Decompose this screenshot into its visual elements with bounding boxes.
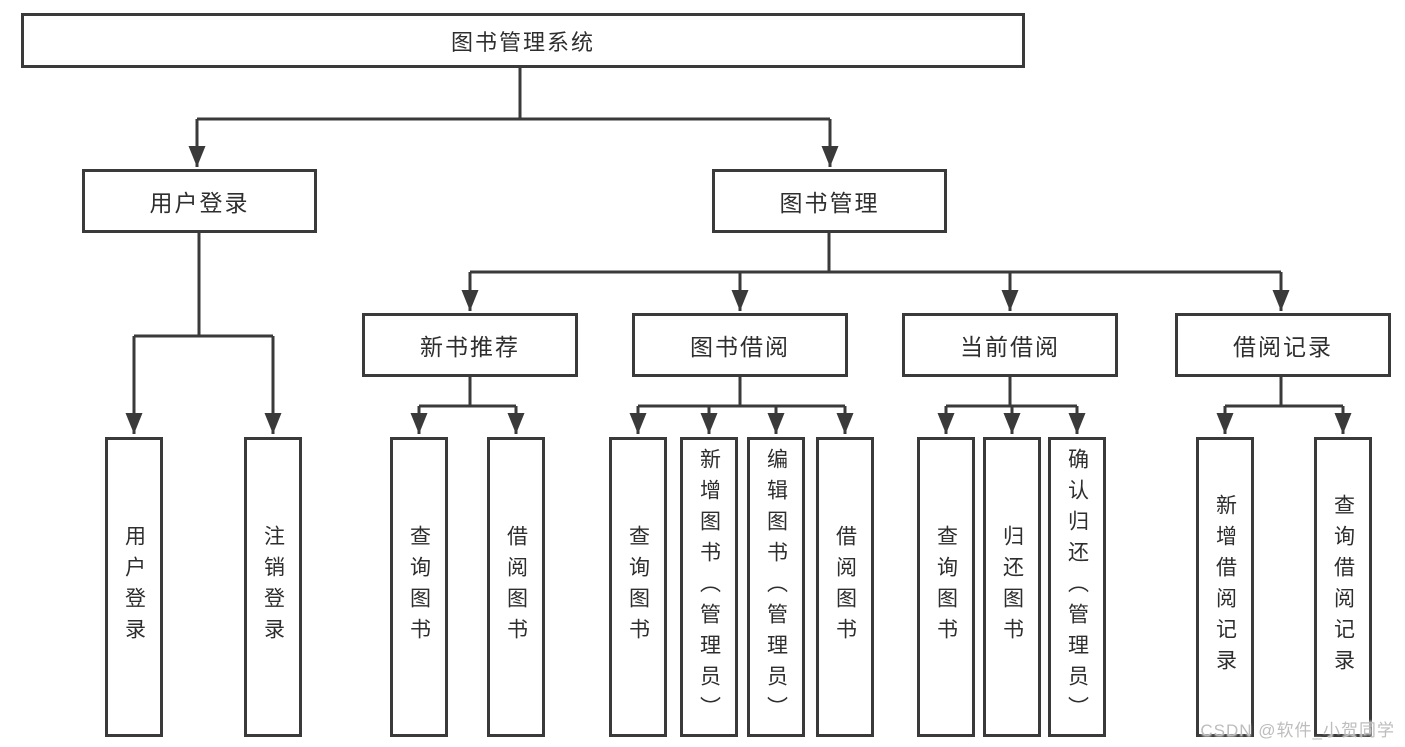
leaf-edit-book-label: 编辑图书（管理员） [764, 447, 788, 727]
leaf-query-book-1: 查询图书 [390, 437, 448, 737]
node-book-mgmt: 图书管理 [712, 169, 947, 233]
connector-borrow-records-children [1216, 377, 1352, 434]
leaf-confirm-return-label: 确认归还（管理员） [1065, 447, 1089, 727]
node-borrow-records-label: 借阅记录 [1233, 334, 1333, 360]
leaf-borrow-book-1-label: 借阅图书 [504, 525, 528, 649]
connector-root-to-level1 [188, 68, 839, 167]
leaf-borrow-book-1: 借阅图书 [487, 437, 545, 737]
node-user-login-label: 用户登录 [149, 190, 250, 216]
node-current-borrow: 当前借阅 [902, 313, 1118, 377]
connector-book-mgmt-children [461, 233, 1290, 311]
leaf-query-book-2-label: 查询图书 [626, 525, 650, 649]
leaf-add-borrow-record: 新增借阅记录 [1196, 437, 1254, 737]
node-user-login: 用户登录 [82, 169, 317, 233]
leaf-logout-label: 注销登录 [261, 525, 285, 649]
node-new-book-rec-label: 新书推荐 [420, 334, 520, 360]
leaf-query-borrow-record: 查询借阅记录 [1314, 437, 1372, 737]
leaf-query-book-3-label: 查询图书 [934, 525, 958, 649]
leaf-query-book-1-label: 查询图书 [407, 525, 431, 649]
connector-book-borrow-children [629, 377, 854, 434]
node-root-label: 图书管理系统 [450, 29, 595, 55]
leaf-user-login: 用户登录 [105, 437, 163, 737]
node-current-borrow-label: 当前借阅 [960, 334, 1060, 360]
leaf-user-login-label: 用户登录 [122, 525, 146, 649]
connector-user-login-children [125, 233, 282, 434]
leaf-query-book-3: 查询图书 [917, 437, 975, 737]
leaf-query-book-2: 查询图书 [609, 437, 667, 737]
node-book-borrow: 图书借阅 [632, 313, 848, 377]
leaf-borrow-book-2: 借阅图书 [816, 437, 874, 737]
node-book-mgmt-label: 图书管理 [779, 190, 880, 216]
node-book-borrow-label: 图书借阅 [690, 334, 790, 360]
leaf-logout: 注销登录 [244, 437, 302, 737]
leaf-add-book: 新增图书（管理员） [680, 437, 738, 737]
watermark-text: CSDN @软件_小贺同学 [1200, 721, 1395, 740]
connector-current-borrow-children [937, 377, 1086, 434]
leaf-return-book: 归还图书 [983, 437, 1041, 737]
leaf-return-book-label: 归还图书 [1000, 525, 1024, 649]
leaf-confirm-return: 确认归还（管理员） [1048, 437, 1106, 737]
node-borrow-records: 借阅记录 [1175, 313, 1391, 377]
leaf-borrow-book-2-label: 借阅图书 [833, 525, 857, 649]
leaf-add-book-label: 新增图书（管理员） [697, 447, 721, 727]
leaf-add-borrow-record-label: 新增借阅记录 [1213, 494, 1237, 680]
leaf-query-borrow-record-label: 查询借阅记录 [1331, 494, 1355, 680]
node-root: 图书管理系统 [21, 13, 1025, 68]
connector-new-book-rec-children [410, 377, 525, 434]
node-new-book-rec: 新书推荐 [362, 313, 578, 377]
leaf-edit-book: 编辑图书（管理员） [747, 437, 805, 737]
